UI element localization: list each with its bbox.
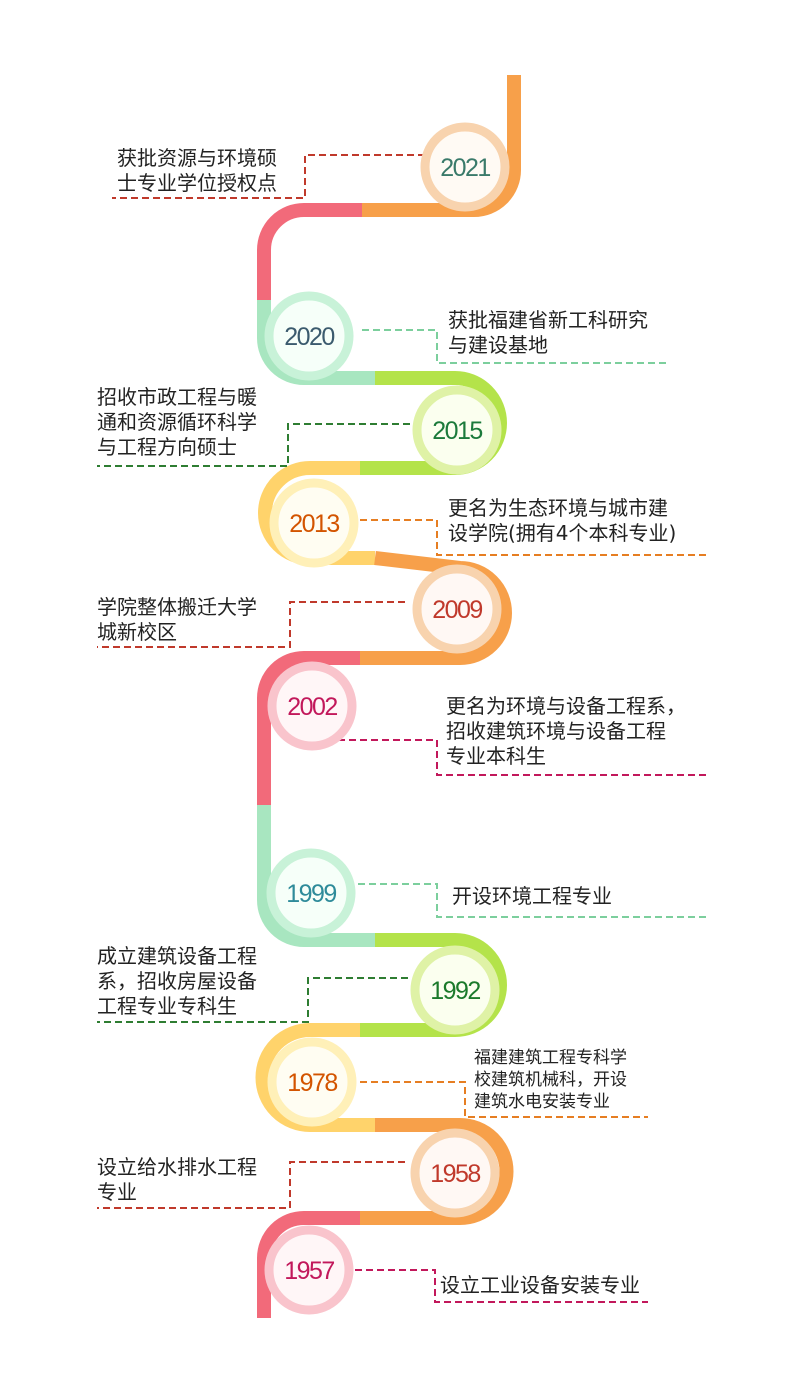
event-text-1992: 成立建筑设备工程 系，招收房屋设备 工程专业专科生 [97,944,257,1019]
svg-text:2002: 2002 [287,693,337,721]
text-line: 成立建筑设备工程 [97,944,257,968]
connector-2013 [360,519,706,556]
event-text-2002: 更名为环境与设备工程系， 招收建筑环境与设备工程 专业本科生 [446,694,686,769]
year-node-2015: 2015 [412,385,502,475]
connector-1958 [97,1161,405,1209]
svg-text:1992: 1992 [430,977,480,1005]
text-line: 设学院(拥有4个本科专业) [448,521,677,545]
path-mint-2 [257,805,375,947]
event-text-1958: 设立给水排水工程 专业 [97,1155,257,1205]
svg-text:1958: 1958 [430,1160,480,1188]
svg-text:1957: 1957 [284,1257,334,1285]
text-line: 士专业学位授权点 [117,171,277,195]
text-line: 城新校区 [97,620,177,644]
text-line: 专业 [97,1180,137,1204]
connector-2009 [97,601,405,648]
text-line: 系，招收房屋设备 [97,969,257,993]
svg-text:2020: 2020 [284,323,334,351]
connector-1992 [97,977,408,1023]
svg-text:2013: 2013 [289,510,339,538]
text-line: 通和资源循环科学 [97,410,257,434]
svg-text:1999: 1999 [286,880,336,908]
text-line: 招收市政工程与暖 [97,385,257,409]
text-line: 开设环境工程专业 [452,884,612,908]
connector-1999 [358,883,706,918]
year-node-1957: 1957 [264,1225,354,1315]
year-node-1992: 1992 [410,945,500,1035]
text-line: 更名为环境与设备工程系， [446,694,686,718]
year-node-2021: 2021 [420,122,510,212]
year-node-2013: 2013 [269,478,359,568]
text-line: 学院整体搬迁大学 [97,595,257,619]
year-node-1999: 1999 [266,848,356,938]
connector-1957 [355,1269,648,1303]
connector-2021 [112,154,425,199]
event-text-2009: 学院整体搬迁大学 城新校区 [97,595,257,645]
text-line: 设立给水排水工程 [97,1155,257,1179]
text-line: 福建建筑工程专科学 [474,1048,627,1068]
event-text-2015: 招收市政工程与暖 通和资源循环科学 与工程方向硕士 [97,385,257,460]
path-orange-2 [360,1118,514,1225]
text-line: 与建设基地 [448,333,548,357]
text-line: 更名为生态环境与城市建 [448,496,668,520]
event-text-2020: 获批福建省新工科研究 与建设基地 [448,308,648,358]
event-text-1978: 福建建筑工程专科学 校建筑机械科，开设 建筑水电安装专业 [474,1047,627,1113]
year-node-1978: 1978 [267,1037,357,1127]
connector-2020 [362,329,668,364]
year-node-2020: 2020 [264,291,354,381]
svg-text:2021: 2021 [440,154,490,182]
text-line: 建筑水电安装专业 [474,1092,610,1112]
year-node-1958: 1958 [410,1128,500,1218]
svg-text:2015: 2015 [432,417,482,445]
event-text-1957: 设立工业设备安装专业 [440,1273,640,1298]
path-red-3 [257,1211,360,1318]
path-red-1 [257,203,362,300]
svg-text:2009: 2009 [432,596,482,624]
text-line: 获批资源与环境硕 [117,146,277,170]
svg-text:1978: 1978 [287,1069,337,1097]
text-line: 获批福建省新工科研究 [448,308,648,332]
text-line: 校建筑机械科，开设 [474,1070,627,1090]
event-text-1999: 开设环境工程专业 [452,884,612,909]
connector-2002 [338,739,706,776]
year-node-2002: 2002 [267,661,357,751]
event-text-2021: 获批资源与环境硕 士专业学位授权点 [117,146,277,196]
path-orange-top [362,75,521,217]
text-line: 专业本科生 [446,744,546,768]
text-line: 设立工业设备安装专业 [440,1273,640,1297]
text-line: 与工程方向硕士 [97,435,237,459]
text-line: 工程专业专科生 [97,994,237,1018]
connector-1978 [360,1081,648,1118]
year-node-2009: 2009 [412,564,502,654]
text-line: 招收建筑环境与设备工程 [446,719,666,743]
connector-2015 [97,423,410,467]
event-text-2013: 更名为生态环境与城市建 设学院(拥有4个本科专业) [448,496,676,546]
path-red-2 [257,651,360,805]
